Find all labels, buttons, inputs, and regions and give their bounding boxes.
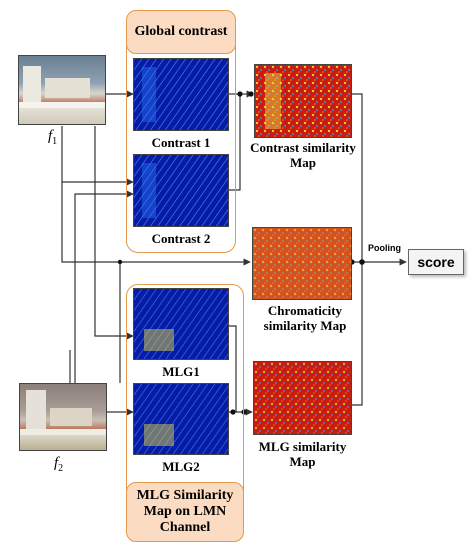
chromaticity-similarity-map: [252, 227, 352, 300]
score-label: score: [417, 254, 455, 270]
mlg-similarity-map: [253, 361, 352, 435]
f2-label: f2: [54, 455, 64, 474]
junction-dot: [117, 259, 123, 265]
contrast-1-map: [133, 58, 229, 131]
pooling-label: Pooling: [368, 243, 401, 253]
mlg2-label: MLG2: [162, 459, 200, 474]
junction-dot: [248, 91, 254, 97]
contrast-1-label: Contrast 1: [151, 135, 211, 150]
mlg2-map: [133, 383, 229, 455]
contrast-2-map: [133, 154, 229, 227]
contrast-similarity-map: [254, 64, 352, 138]
f2-distorted-image: [19, 383, 107, 451]
mlg-similarity-label: MLG similarity Map: [258, 439, 347, 469]
contrast-2-label: Contrast 2: [151, 231, 211, 246]
f1-reference-image: [18, 55, 106, 125]
junction-dot: [241, 409, 247, 415]
chromaticity-similarity-label: Chromaticity similarity Map: [263, 303, 347, 333]
junction-dot: [237, 91, 243, 97]
f1-label: f1: [48, 128, 58, 147]
mlg1-map: [133, 288, 229, 360]
junction-dot: [230, 409, 236, 415]
mlg-panel-title: MLG Similarity Map on LMN Channel: [126, 482, 244, 542]
contrast-similarity-label: Contrast similarity Map: [250, 140, 356, 170]
mlg1-label: MLG1: [162, 364, 200, 379]
junction-dot: [359, 259, 365, 265]
global-contrast-title: Global contrast: [126, 10, 236, 54]
score-output-box: score: [408, 249, 464, 275]
